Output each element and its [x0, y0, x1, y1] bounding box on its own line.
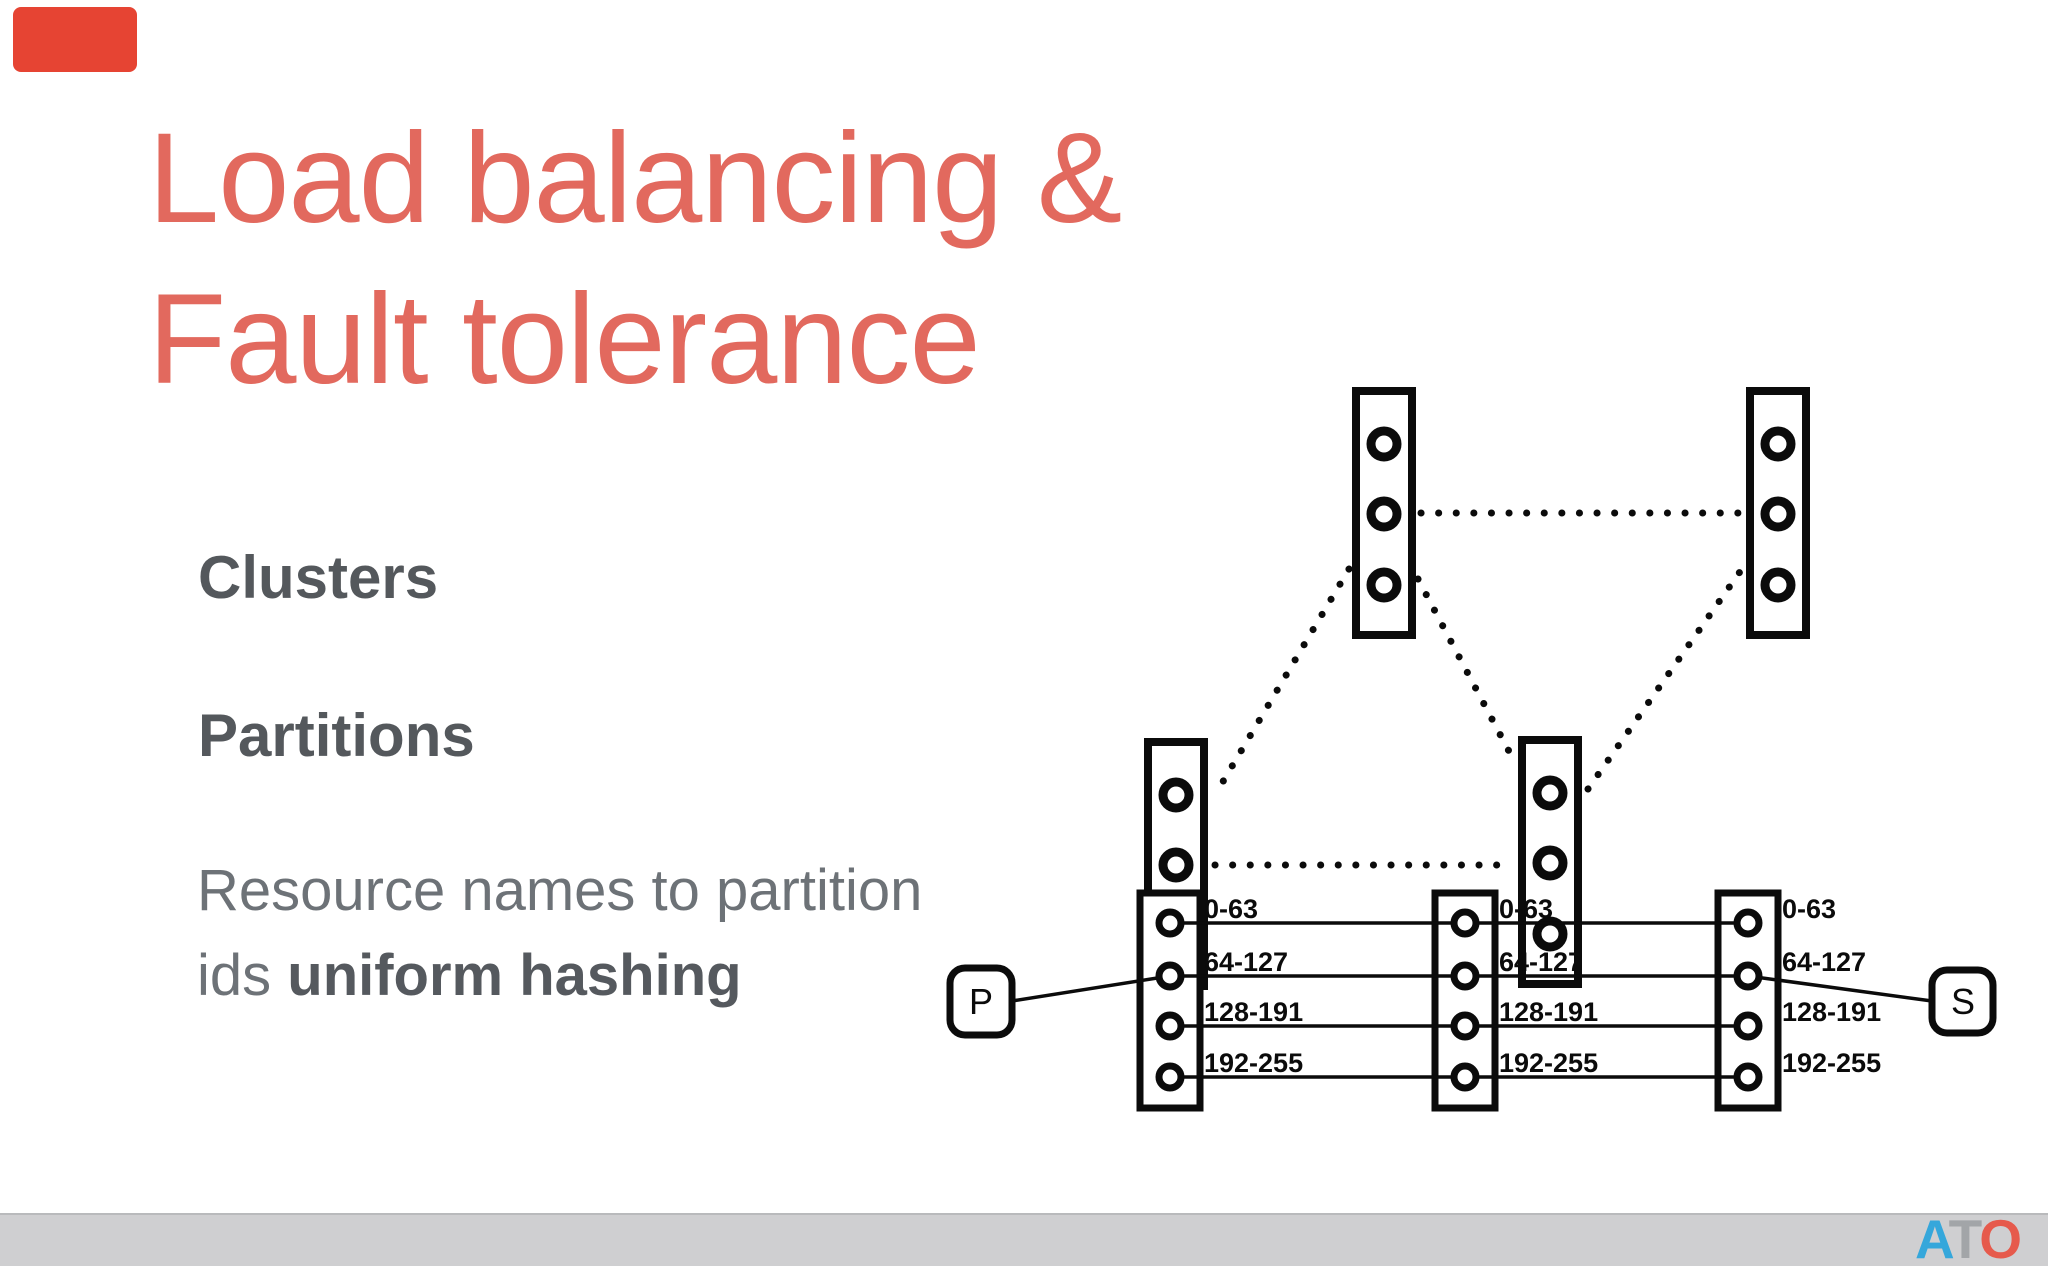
- partition-circle: [1155, 908, 1185, 938]
- top-left-red-badge: [13, 7, 137, 72]
- subscriber-rect: [1928, 966, 1997, 1037]
- partition-server-1-circles: [1155, 908, 1185, 1092]
- partition-range-label: 64-127: [1499, 947, 1583, 977]
- partition-range-label: 128-191: [1204, 997, 1303, 1027]
- partition-circle: [1450, 1011, 1480, 1041]
- cluster-node-top-right: [1746, 387, 1810, 639]
- partition-server-3-labels: 0-63 64-127 128-191 192-255: [1782, 894, 1881, 1078]
- partition-diagram: 0-63 64-127 128-191 192-255 0-63 64-127 …: [946, 889, 1997, 1112]
- slide-title: Load balancing & Fault tolerance: [148, 98, 1122, 421]
- partition-circle: [1733, 908, 1763, 938]
- logo-letter-t: T: [1948, 1208, 1982, 1266]
- replica-circle: [1532, 916, 1568, 952]
- partition-range-label: 0-63: [1782, 894, 1836, 924]
- cluster-link-right-diagonal: [1584, 562, 1748, 793]
- partition-circle: [1450, 961, 1480, 991]
- cluster-link-left-diagonal: [1211, 565, 1353, 799]
- partition-circle: [1733, 961, 1763, 991]
- cluster-node-top-center: [1352, 387, 1416, 639]
- ato-logo: ATO: [1915, 1212, 2022, 1266]
- subscriber-label: S: [1951, 981, 1975, 1022]
- replica-circle: [1760, 496, 1796, 532]
- partition-server-2-labels: 0-63 64-127 128-191 192-255: [1499, 894, 1598, 1078]
- replica-circle: [1366, 567, 1402, 603]
- paragraph-prefix: ids: [197, 942, 288, 1008]
- replica-circle: [1158, 777, 1194, 813]
- partition-circle: [1733, 1011, 1763, 1041]
- partition-server-2-circles: [1450, 908, 1480, 1092]
- replica-circle: [1366, 496, 1402, 532]
- producer-rect: [946, 964, 1016, 1039]
- paragraph-line-1: Resource names to partition: [197, 858, 923, 923]
- subscriber-box: S: [1928, 966, 1997, 1037]
- partition-server-1-labels: 0-63 64-127 128-191 192-255: [1204, 894, 1303, 1078]
- partition-range-label: 64-127: [1782, 947, 1866, 977]
- partition-range-label: 0-63: [1204, 894, 1258, 924]
- cluster-node-bottom-center: [1518, 736, 1582, 988]
- partition-range-label: 192-255: [1782, 1048, 1881, 1078]
- cluster-diagram: [1144, 387, 1810, 990]
- partition-range-label: 128-191: [1782, 997, 1881, 1027]
- partition-range-label: 192-255: [1204, 1048, 1303, 1078]
- partition-circle: [1450, 1062, 1480, 1092]
- replica-circle: [1760, 567, 1796, 603]
- replica-circle: [1366, 426, 1402, 462]
- item-clusters: Clusters: [198, 544, 439, 611]
- partition-range-label: 0-63: [1499, 894, 1553, 924]
- partition-range-label: 64-127: [1204, 947, 1288, 977]
- producer-box: P: [946, 964, 1016, 1039]
- replica-circle: [1532, 845, 1568, 881]
- partition-circle: [1155, 1062, 1185, 1092]
- replica-circle: [1760, 426, 1796, 462]
- subscriber-connector: [1747, 974, 1933, 1003]
- partition-range-label: 128-191: [1499, 997, 1598, 1027]
- logo-letter-o: O: [1979, 1208, 2022, 1266]
- partition-server-3-circles: [1733, 908, 1763, 1092]
- partition-circle: [1155, 1011, 1185, 1041]
- producer-connector: [1011, 974, 1171, 1003]
- title-line-2: Fault tolerance: [148, 268, 981, 412]
- producer-label: P: [969, 981, 993, 1022]
- paragraph-hashing: Resource names to partition ids uniform …: [197, 849, 1057, 1018]
- partition-range-label: 192-255: [1499, 1048, 1598, 1078]
- item-partitions: Partitions: [198, 702, 475, 769]
- logo-letter-a: A: [1914, 1208, 1951, 1266]
- cluster-link-middle-diagonal: [1414, 575, 1516, 761]
- partition-circle: [1733, 1062, 1763, 1092]
- title-line-1: Load balancing &: [148, 107, 1122, 250]
- partition-circle: [1450, 908, 1480, 938]
- replica-circle: [1158, 847, 1194, 883]
- footer-bar: ATO: [0, 1212, 2048, 1266]
- replica-circle: [1532, 775, 1568, 811]
- partition-circle: [1155, 961, 1185, 991]
- paragraph-bold: uniform hashing: [287, 942, 742, 1008]
